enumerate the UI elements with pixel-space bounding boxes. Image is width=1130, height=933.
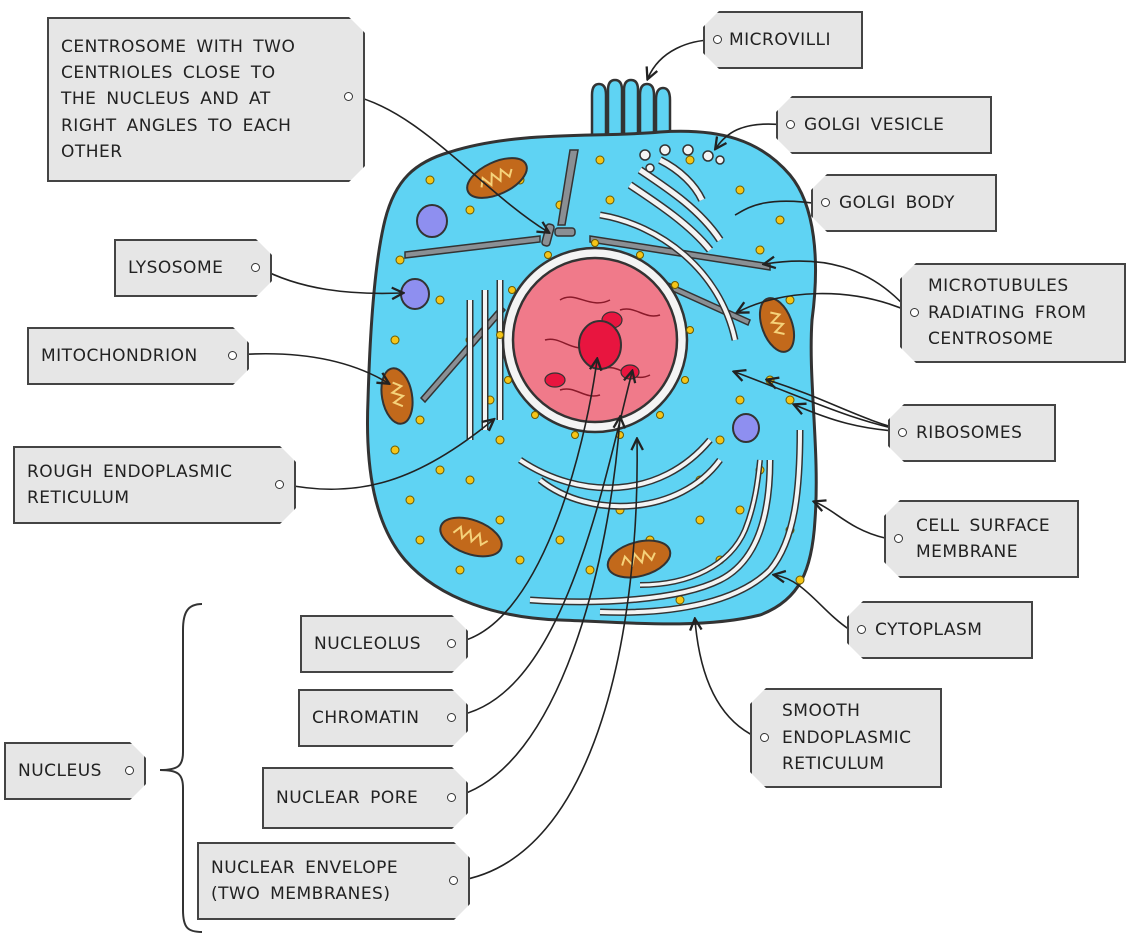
label-nucleolus: NUCLEOLUS xyxy=(300,615,468,673)
anchor-dot xyxy=(125,766,134,775)
label-golgi-vesicle: GOLGI VESICLE xyxy=(776,96,992,154)
label-nuclear-envelope: NUCLEAR ENVELOPE (TWO MEMBRANES) xyxy=(197,842,470,920)
anchor-dot xyxy=(228,351,237,360)
label-cell-surface-membrane: CELL SURFACE MEMBRANE xyxy=(884,500,1079,578)
anchor-dot xyxy=(857,625,866,634)
label-nuclear-pore: NUCLEAR PORE xyxy=(262,767,468,829)
anchor-dot xyxy=(760,733,769,742)
anchor-dot xyxy=(344,92,353,101)
anchor-dot xyxy=(821,198,830,207)
anchor-dot xyxy=(449,876,458,885)
label-smooth-er: SMOOTH ENDOPLASMIC RETICULUM xyxy=(750,688,942,788)
label-chromatin: CHROMATIN xyxy=(298,689,468,747)
anchor-dot xyxy=(910,308,919,317)
label-ribosomes: RIBOSOMES xyxy=(888,404,1056,462)
anchor-dot xyxy=(447,793,456,802)
label-centrosome: CENTROSOME WITH TWO CENTRIOLES CLOSE TO … xyxy=(47,17,365,182)
label-nucleus: NUCLEUS xyxy=(4,742,146,800)
anchor-dot xyxy=(713,35,722,44)
label-golgi-body: GOLGI BODY xyxy=(811,174,997,232)
anchor-dot xyxy=(786,120,795,129)
anchor-dot xyxy=(447,639,456,648)
anchor-dot xyxy=(898,428,907,437)
anchor-dot xyxy=(275,480,284,489)
label-lysosome: LYSOSOME xyxy=(114,239,272,297)
anchor-dot xyxy=(894,534,903,543)
label-mitochondrion: MITOCHONDRION xyxy=(27,327,249,385)
label-rough-er: ROUGH ENDOPLASMIC RETICULUM xyxy=(13,446,296,524)
label-microvilli: MICROVILLI xyxy=(703,11,863,69)
anchor-dot xyxy=(447,713,456,722)
label-cytoplasm: CYTOPLASM xyxy=(847,601,1033,659)
anchor-dot xyxy=(251,263,260,272)
label-microtubules: MICROTUBULES RADIATING FROM CENTROSOME xyxy=(900,263,1126,363)
